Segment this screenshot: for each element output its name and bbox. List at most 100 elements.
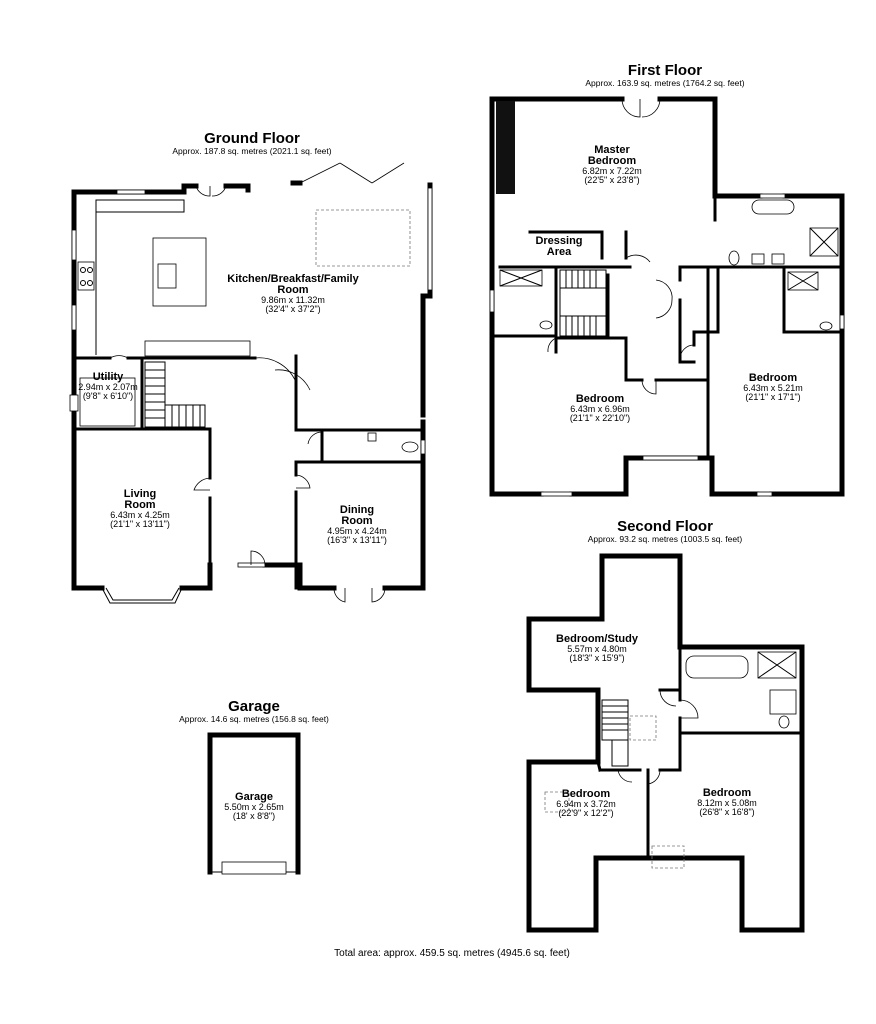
island-sink [157, 263, 177, 289]
garage-plan: Garage Approx. 14.6 sq. metres (156.8 sq… [179, 698, 329, 875]
second-interior-walls [596, 645, 804, 860]
room-kitchen: Kitchen/Breakfast/Family Room 9.86m x 11… [227, 273, 359, 314]
dining-french-doors [333, 587, 386, 603]
kitchen-french-doors [195, 185, 227, 197]
room-bedroom-study: Bedroom/Study 5.57m x 4.80m (18'3" x 15'… [556, 633, 639, 663]
utility-door [109, 355, 129, 359]
first-floor-plan: First Floor Approx. 163.9 sq. metres (17… [489, 62, 845, 497]
room-living: Living Room 6.43m x 4.25m (21'1" x 13'11… [110, 488, 170, 529]
ground-interior-walls [72, 354, 425, 590]
svg-text:(32'4" x 37'2"): (32'4" x 37'2") [265, 304, 320, 314]
svg-text:Utility: Utility [93, 371, 124, 383]
room-second-bedroom-left: Bedroom 6.94m x 3.72m (22'9" x 12'2") [556, 788, 616, 818]
first-interior-walls [494, 194, 844, 460]
svg-text:Room: Room [341, 515, 372, 527]
hob [77, 261, 95, 291]
room-garage: Garage 5.50m x 2.65m (18' x 8'8") [224, 791, 284, 821]
garage-title: Garage [228, 698, 280, 715]
svg-text:Area: Area [547, 246, 572, 258]
room-first-bedroom-right: Bedroom 6.43m x 5.21m (21'1" x 17'1") [743, 372, 803, 402]
garage-walls [207, 732, 301, 875]
svg-text:(21'1" x 22'10"): (21'1" x 22'10") [570, 413, 630, 423]
svg-text:Bedroom/Study: Bedroom/Study [556, 633, 639, 645]
svg-text:4.95m x 4.24m: 4.95m x 4.24m [327, 526, 387, 536]
room-dining: Dining Room 4.95m x 4.24m (16'3" x 13'11… [327, 504, 387, 545]
kitchen-window-top [116, 189, 146, 195]
kitchen-window-left [71, 229, 77, 261]
svg-text:(22'9" x 12'2"): (22'9" x 12'2") [558, 808, 613, 818]
utility-counter [79, 377, 136, 427]
second-stairs [601, 699, 657, 767]
front-door [250, 550, 266, 566]
svg-text:Dressing: Dressing [535, 235, 582, 247]
svg-text:(9'8" x 6'10"): (9'8" x 6'10") [83, 391, 133, 401]
kitchen-bifold-doors [299, 162, 405, 184]
master-bath [751, 199, 795, 215]
ground-floor-title: Ground Floor [204, 130, 300, 147]
svg-text:Room: Room [277, 284, 308, 296]
svg-text:Room: Room [124, 499, 155, 511]
front-door-window [237, 562, 266, 568]
garage-area: Approx. 14.6 sq. metres (156.8 sq. feet) [179, 714, 329, 724]
room-first-bedroom-left: Bedroom 6.43m x 6.96m (21'1" x 22'10") [570, 393, 630, 423]
garage-door [221, 861, 287, 875]
svg-text:(26'8" x 16'8"): (26'8" x 16'8") [699, 807, 754, 817]
svg-text:2.94m x 2.07m: 2.94m x 2.07m [78, 382, 138, 392]
landing-wardrobe-doors [655, 279, 673, 319]
svg-text:Bedroom: Bedroom [703, 787, 752, 799]
ground-floor-area: Approx. 187.8 sq. metres (2021.1 sq. fee… [172, 146, 331, 156]
kitchen-units [144, 340, 251, 357]
svg-text:Garage: Garage [235, 791, 273, 803]
room-master-bedroom: Master Bedroom 6.82m x 7.22m (22'5" x 23… [582, 144, 642, 185]
living-bay-window [101, 587, 183, 604]
svg-text:9.86m x 11.32m: 9.86m x 11.32m [261, 295, 325, 305]
cloakroom-basin [367, 432, 377, 442]
kitchen-door-1 [254, 357, 296, 381]
ground-stairs [144, 361, 206, 428]
svg-text:Bedroom: Bedroom [749, 372, 798, 384]
svg-text:(21'1" x 13'11"): (21'1" x 13'11") [110, 519, 170, 529]
svg-text:6.43m x 6.96m: 6.43m x 6.96m [570, 404, 630, 414]
svg-text:(18' x 8'8"): (18' x 8'8") [233, 811, 275, 821]
kitchen-rooflight [315, 209, 411, 267]
kitchen-door-2 [274, 369, 311, 391]
svg-text:Kitchen/Breakfast/Family: Kitchen/Breakfast/Family [227, 273, 359, 285]
living-door [193, 477, 211, 491]
svg-text:8.12m x 5.08m: 8.12m x 5.08m [697, 798, 757, 808]
svg-text:(22'5" x 23'8"): (22'5" x 23'8") [584, 175, 639, 185]
svg-text:Bedroom: Bedroom [588, 155, 637, 167]
master-chimney [496, 101, 515, 194]
svg-text:6.82m x 7.22m: 6.82m x 7.22m [582, 166, 642, 176]
svg-text:Bedroom: Bedroom [562, 788, 611, 800]
total-area: Total area: approx. 459.5 sq. metres (49… [334, 948, 570, 959]
svg-text:Bedroom: Bedroom [576, 393, 625, 405]
cloakroom-wc [401, 441, 419, 453]
svg-text:(18'3" x 15'9"): (18'3" x 15'9") [569, 653, 624, 663]
svg-text:5.57m x 4.80m: 5.57m x 4.80m [567, 644, 627, 654]
second-floor-area: Approx. 93.2 sq. metres (1003.5 sq. feet… [588, 534, 743, 544]
ground-floor-plan: Ground Floor Approx. 187.8 sq. metres (2… [69, 130, 433, 604]
svg-text:6.43m x 4.25m: 6.43m x 4.25m [110, 510, 170, 520]
svg-text:Living: Living [124, 488, 156, 500]
svg-text:Dining: Dining [340, 504, 374, 516]
svg-text:6.43m x 5.21m: 6.43m x 5.21m [743, 383, 803, 393]
kitchen-window-right [427, 187, 433, 291]
svg-text:(21'1" x 17'1"): (21'1" x 17'1") [745, 392, 800, 402]
svg-text:6.94m x 3.72m: 6.94m x 3.72m [556, 799, 616, 809]
second-floor-plan: Second Floor Approx. 93.2 sq. metres (10… [526, 518, 805, 933]
room-dressing-area: Dressing Area [535, 235, 582, 258]
svg-text:Master: Master [594, 144, 630, 156]
svg-text:5.50m x 2.65m: 5.50m x 2.65m [224, 802, 284, 812]
dining-door [295, 474, 311, 489]
first-floor-area: Approx. 163.9 sq. metres (1764.2 sq. fee… [585, 78, 744, 88]
room-utility: Utility 2.94m x 2.07m (9'8" x 6'10") [78, 371, 138, 401]
svg-text:(16'3" x 13'11"): (16'3" x 13'11") [327, 535, 387, 545]
master-balcony-doors [621, 98, 661, 118]
kitchen-counter [95, 199, 185, 355]
first-outer-walls [489, 96, 845, 497]
first-floor-title: First Floor [628, 62, 702, 79]
second-floor-title: Second Floor [617, 518, 713, 535]
first-stairs [559, 269, 607, 337]
second-bath [685, 655, 749, 679]
